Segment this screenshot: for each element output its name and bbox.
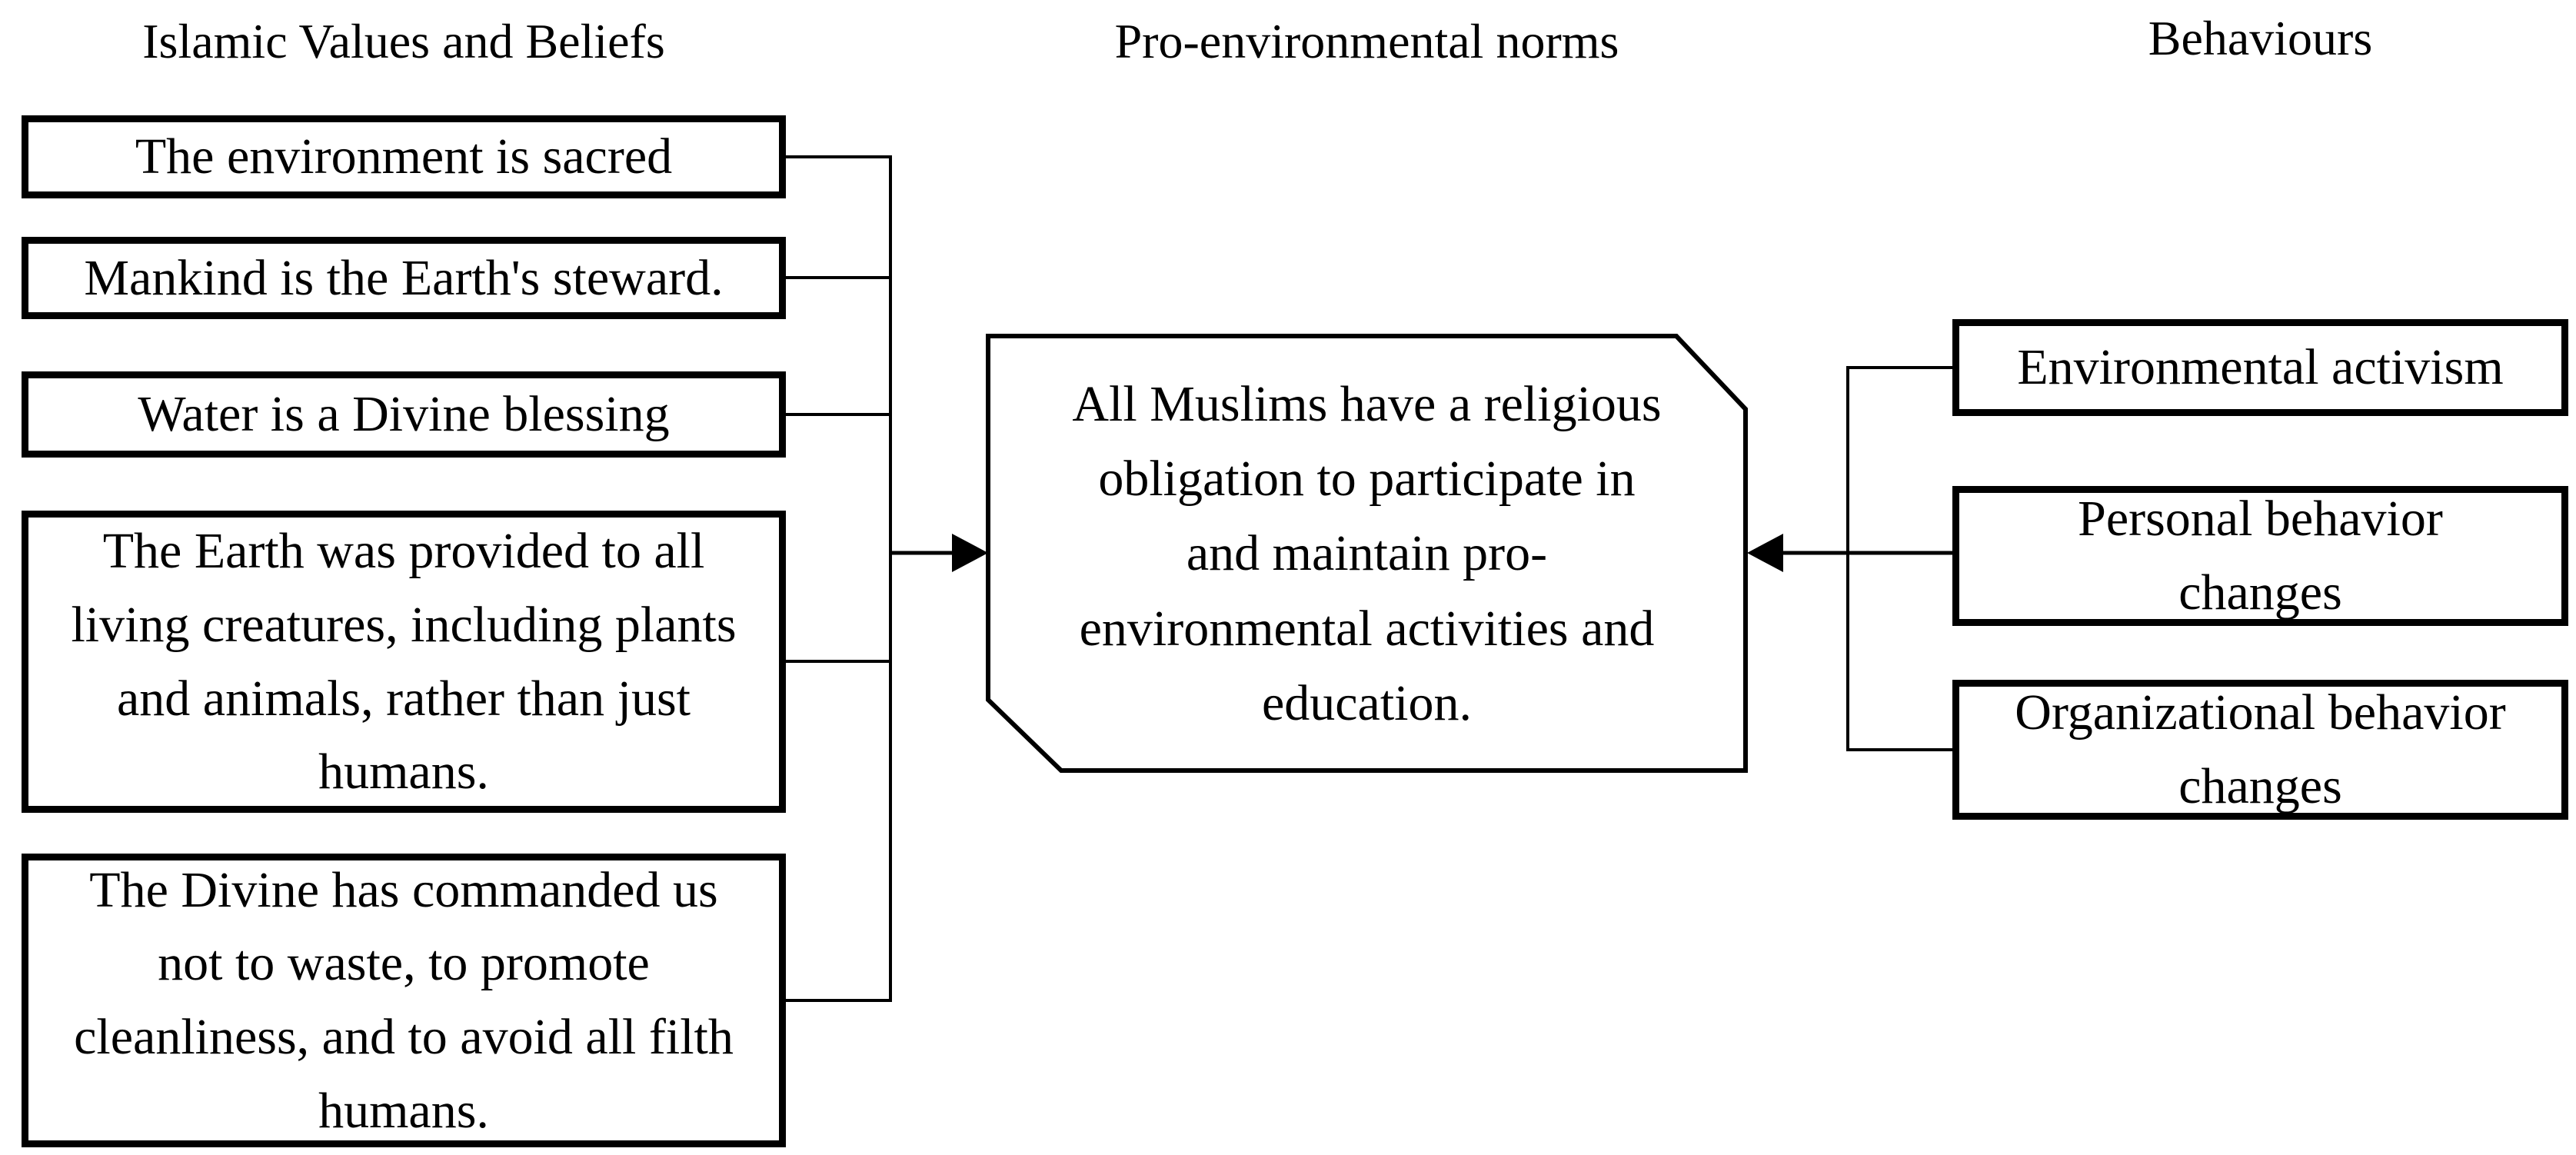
behaviour-box-organizational: Organizational behavior changes bbox=[1952, 680, 2568, 820]
value-box-divine-commanded: The Divine has commanded us not to waste… bbox=[22, 854, 786, 1147]
value-box-environment-sacred: The environment is sacred bbox=[22, 115, 786, 198]
behaviour-box-activism: Environmental activism bbox=[1952, 319, 2568, 416]
left-arrowhead bbox=[952, 534, 988, 572]
value-box-earth-provided: The Earth was provided to all living cre… bbox=[22, 511, 786, 813]
value-box-mankind-steward: Mankind is the Earth's steward. bbox=[22, 237, 786, 319]
norm-box-outline bbox=[986, 334, 1748, 773]
norm-box-text: All Muslims have a religious obligation … bbox=[1072, 376, 1662, 731]
right-arrowhead bbox=[1747, 534, 1783, 572]
behaviour-box-personal: Personal behavior changes bbox=[1952, 486, 2568, 626]
value-box-water-blessing: Water is a Divine blessing bbox=[22, 371, 786, 458]
left-column-header: Islamic Values and Beliefs bbox=[142, 14, 665, 68]
center-column-header: Pro-environmental norms bbox=[1114, 14, 1619, 68]
right-column-header: Behaviours bbox=[2148, 11, 2373, 65]
